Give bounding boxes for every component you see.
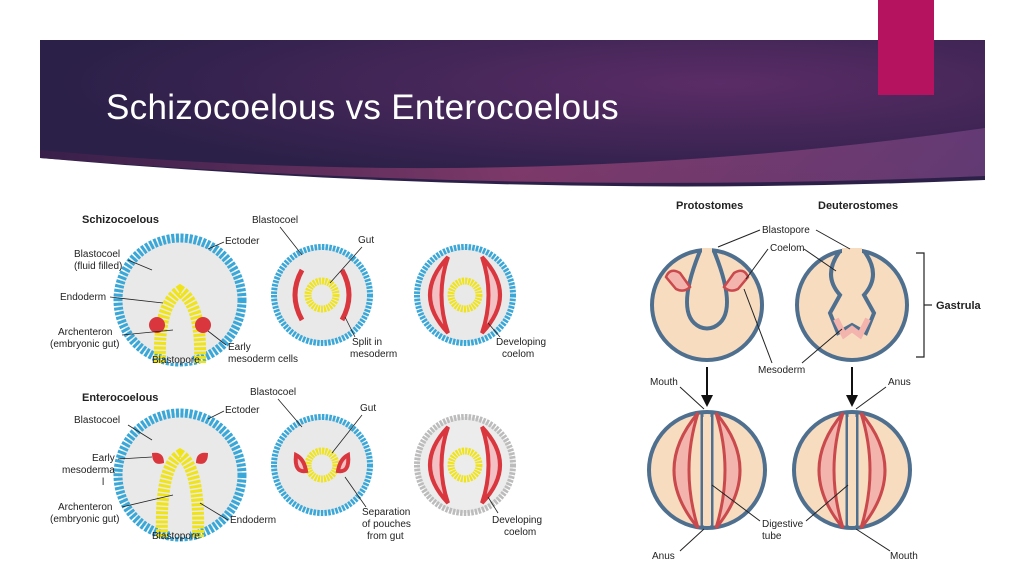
schizo-gastrula xyxy=(113,233,247,367)
entero-early-1: Early xyxy=(92,453,115,464)
entero-blastocoel-1: Blastocoel xyxy=(74,415,120,426)
entero-sep-2: of pouches xyxy=(362,519,411,530)
schizo-dev-1: Developing xyxy=(496,337,546,348)
schizo-dev-2: coelom xyxy=(502,349,534,360)
protostomes-heading: Protostomes xyxy=(676,200,743,212)
schizo-split-1: Split in xyxy=(352,337,382,348)
schizo-blastocoel: Blastocoel xyxy=(252,215,298,226)
entero-archenteron-2: (embryonic gut) xyxy=(50,514,119,525)
blastopore-label: Blastopore xyxy=(762,225,810,236)
schizo-early-2: mesoderm cells xyxy=(228,354,298,365)
entero-endoderm: Endoderm xyxy=(230,515,276,526)
mesoderm-label: Mesoderm xyxy=(758,365,805,376)
entero-archenteron-1: Archenteron xyxy=(58,502,112,513)
anus-bottom-label: Anus xyxy=(652,551,675,562)
schizo-split-embryo xyxy=(271,244,373,346)
schizo-gut: Gut xyxy=(358,235,374,246)
schizo-heading: Schizocoelous xyxy=(82,214,159,226)
schizo-blastocoel-2: (fluid filled) xyxy=(74,261,122,272)
coelom-label: Coelom xyxy=(770,243,804,254)
accent-tab xyxy=(878,0,934,95)
schizo-blastopore: Blastopore xyxy=(152,355,200,366)
entero-dev-1: Developing xyxy=(492,515,542,526)
mouth-bottom-label: Mouth xyxy=(890,551,918,562)
title-banner xyxy=(40,40,985,187)
gastrula-label: Gastrula xyxy=(936,300,982,312)
deuterostomes-heading: Deuterostomes xyxy=(818,200,898,212)
entero-coelom-embryo xyxy=(414,414,516,516)
entero-pouch-embryo xyxy=(271,414,373,516)
entero-dev-2: coelom xyxy=(504,527,536,538)
digestive-label-2: tube xyxy=(762,531,782,542)
entero-sep-1: Separation xyxy=(362,507,410,518)
entero-gut: Gut xyxy=(360,403,376,414)
schizo-archenteron-1: Archenteron xyxy=(58,327,112,338)
entero-ectoder: Ectoder xyxy=(225,405,260,416)
schizo-blastocoel-1: Blastocoel xyxy=(74,249,120,260)
schizo-entero-figure: Schizocoelous Blastocoel (fluid filled) … xyxy=(50,214,546,542)
entero-blastopore: Blastopore xyxy=(152,531,200,542)
deuterostome-gastrula xyxy=(795,248,909,362)
entero-sep-3: from gut xyxy=(367,531,404,542)
schizo-ectoder: Ectoder xyxy=(225,236,260,247)
entero-heading: Enterocoelous xyxy=(82,392,158,404)
schizo-archenteron-2: (embryonic gut) xyxy=(50,339,119,350)
entero-early-2: mesoderma xyxy=(62,465,115,476)
mouth-top-label: Mouth xyxy=(650,377,678,388)
schizo-split-2: mesoderm xyxy=(350,349,397,360)
schizo-endoderm: Endoderm xyxy=(60,292,106,303)
entero-early-3: l xyxy=(102,477,104,488)
digestive-label-1: Digestive xyxy=(762,519,804,530)
proto-deutero-figure: Protostomes Deuterostomes Blastopore Coe… xyxy=(647,200,982,562)
entero-gastrula xyxy=(113,408,247,542)
deuterostome-tube xyxy=(792,410,912,530)
schizo-coelom-embryo xyxy=(414,244,516,346)
slide-title: Schizocoelous vs Enterocoelous xyxy=(106,88,619,127)
entero-blastocoel: Blastocoel xyxy=(250,387,296,398)
schizo-early-1: Early xyxy=(228,342,251,353)
protostome-tube xyxy=(647,410,767,530)
anus-top-label: Anus xyxy=(888,377,911,388)
protostome-gastrula xyxy=(650,248,764,362)
